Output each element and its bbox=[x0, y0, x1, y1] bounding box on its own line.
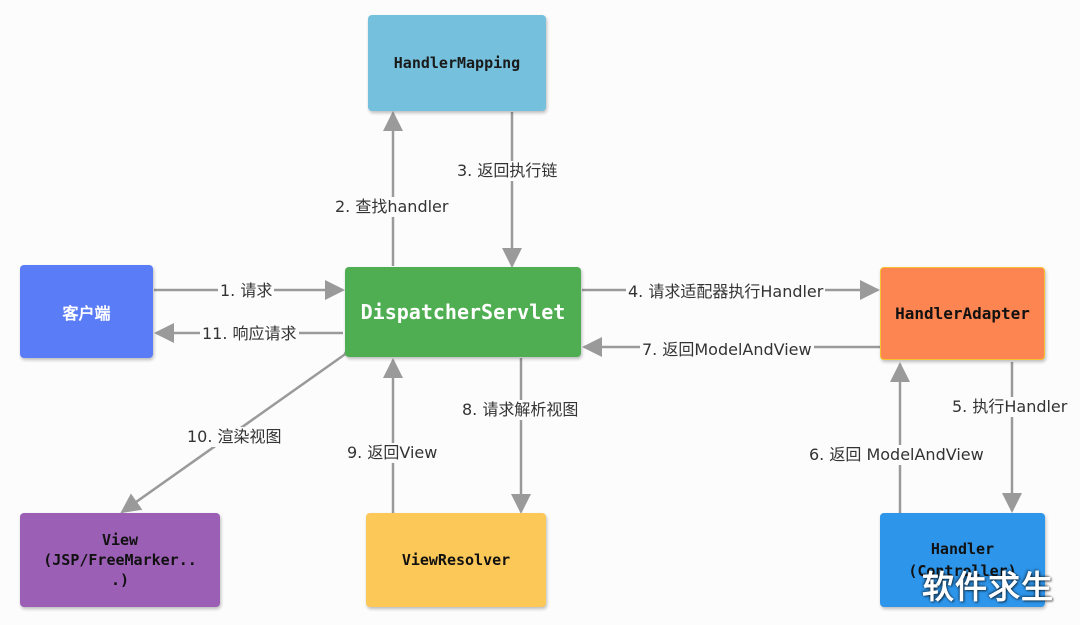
handler-adapter-label: HandlerAdapter bbox=[895, 304, 1030, 323]
watermark-text: 软件求生 bbox=[922, 568, 1055, 606]
edge-label-return-mav: 7. 返回ModelAndView bbox=[640, 340, 814, 360]
edge-label-execute-handler: 5. 执行Handler bbox=[950, 397, 1070, 417]
client-label: 客户端 bbox=[62, 303, 111, 323]
edge-label-request: 1. 请求 bbox=[218, 281, 275, 301]
edge-label-handler-return-mav: 6. 返回 ModelAndView bbox=[807, 445, 986, 465]
handler-label-line2: (Controller) bbox=[908, 562, 1017, 580]
view-label-line2: (JSP/FreeMarker.. bbox=[43, 551, 197, 569]
view-label-line3: .) bbox=[110, 571, 130, 589]
edge-label-find-handler: 2. 查找handler bbox=[333, 197, 451, 217]
view-resolver-label: ViewResolver bbox=[401, 551, 511, 569]
view-resolver-node: ViewResolver bbox=[366, 513, 546, 607]
edge-label-adapter-execute: 4. 请求适配器执行Handler bbox=[626, 282, 826, 302]
handler-mapping-node: HandlerMapping bbox=[368, 15, 546, 111]
view-label-line1: View bbox=[101, 531, 139, 549]
dispatcher-servlet-node: DispatcherServlet bbox=[345, 267, 581, 357]
handler-mapping-label: HandlerMapping bbox=[393, 54, 521, 72]
edge-label-return-chain: 3. 返回执行链 bbox=[455, 161, 560, 181]
edge-label-return-view: 9. 返回View bbox=[345, 443, 440, 463]
edge-label-render-view: 10. 渲染视图 bbox=[185, 427, 284, 447]
edge-label-resolve-view: 8. 请求解析视图 bbox=[460, 400, 581, 420]
handler-label-line1: Handler bbox=[930, 540, 995, 558]
handler-node: Handler (Controller) bbox=[880, 513, 1045, 607]
dispatcher-servlet-label: DispatcherServlet bbox=[360, 300, 566, 324]
handler-adapter-node: HandlerAdapter bbox=[880, 267, 1045, 360]
client-node: 客户端 bbox=[20, 265, 153, 358]
edge-label-response: 11. 响应请求 bbox=[200, 324, 299, 344]
view-node: View (JSP/FreeMarker.. .) bbox=[20, 513, 220, 607]
